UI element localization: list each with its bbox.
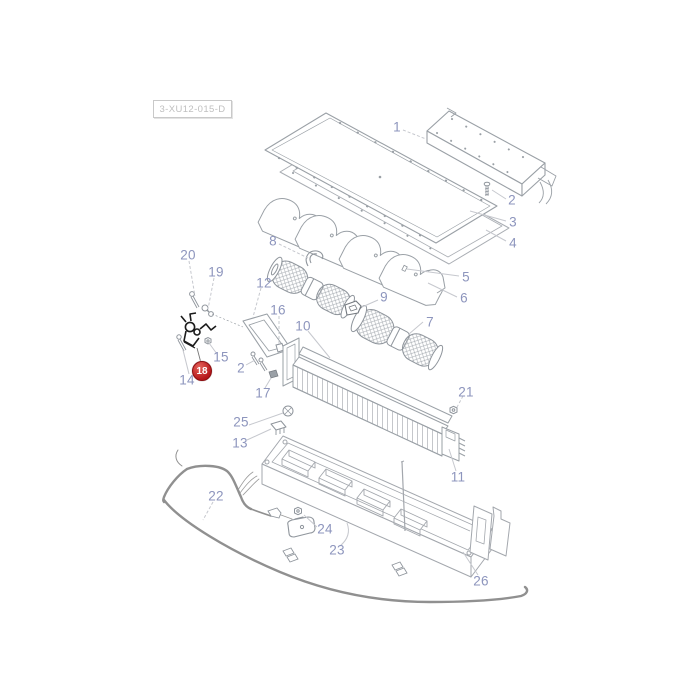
part-8-clip	[305, 250, 324, 267]
callout-25[interactable]: 25	[233, 414, 249, 430]
part-25-cap	[282, 405, 294, 417]
part-18-valve-highlighted	[180, 312, 217, 349]
callout-20[interactable]: 20	[180, 247, 196, 263]
callout-24[interactable]: 24	[317, 521, 333, 537]
part-5-6-blower-shrouds	[254, 191, 451, 313]
part-15-nut	[204, 336, 212, 345]
callout-2-mid[interactable]: 2	[237, 360, 245, 376]
callout-5[interactable]: 5	[462, 269, 470, 285]
part-19-fitting	[201, 304, 244, 328]
callout-13[interactable]: 13	[232, 435, 248, 451]
part-1-cover-box	[426, 107, 557, 205]
callout-12[interactable]: 12	[256, 275, 272, 291]
part-17-grommet	[268, 369, 279, 379]
part-9-bracket	[344, 300, 362, 316]
callout-6[interactable]: 6	[460, 290, 468, 306]
part-2-screw-upper	[483, 181, 491, 196]
part-20-screw	[189, 291, 200, 309]
callout-4[interactable]: 4	[509, 235, 517, 251]
callout-18-highlighted-badge[interactable]: 18	[192, 361, 212, 381]
part-13-relay	[270, 420, 287, 435]
callout-leader-lines	[182, 129, 507, 576]
part-21-nut	[449, 405, 458, 415]
blower-assembly-right	[350, 304, 444, 371]
part-22-wiring-harness	[162, 449, 529, 604]
callout-3[interactable]: 3	[509, 214, 517, 230]
part-23-24-switch	[287, 506, 316, 538]
callout-10[interactable]: 10	[295, 318, 311, 334]
part-26-bottom-tray	[261, 435, 511, 578]
part-2-screws-mid	[250, 351, 268, 372]
callout-17[interactable]: 17	[255, 385, 271, 401]
part-14-screw	[176, 334, 187, 352]
callout-7[interactable]: 7	[426, 314, 434, 330]
callout-26[interactable]: 26	[473, 573, 489, 589]
callout-23[interactable]: 23	[329, 542, 345, 558]
part-10-11-heater-core	[282, 337, 466, 462]
part-3-top-cover	[264, 112, 498, 244]
callout-15[interactable]: 15	[213, 349, 229, 365]
callout-14[interactable]: 14	[179, 372, 195, 388]
callout-22[interactable]: 22	[208, 488, 224, 504]
drawing-ref-label: 3-XU12-015-D	[153, 100, 232, 118]
callout-11[interactable]: 11	[450, 469, 466, 485]
callout-21[interactable]: 21	[458, 384, 474, 400]
callout-1[interactable]: 1	[393, 119, 401, 135]
callout-8[interactable]: 8	[269, 233, 277, 249]
callout-9[interactable]: 9	[380, 289, 388, 305]
callout-16[interactable]: 16	[270, 302, 286, 318]
callout-19[interactable]: 19	[208, 264, 224, 280]
callout-2-upper[interactable]: 2	[508, 192, 516, 208]
